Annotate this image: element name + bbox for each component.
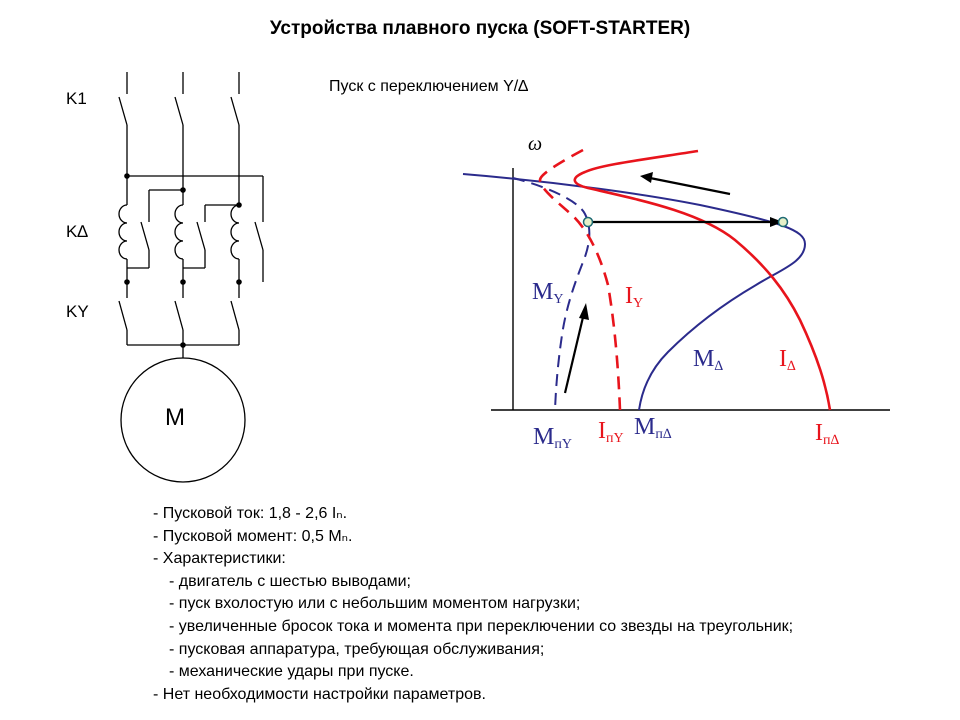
note-sub-item: - механические удары при пуске.: [169, 663, 414, 681]
motor-label: M: [165, 404, 185, 431]
axis-label-m-py: MпY: [533, 424, 572, 452]
note-starting-torque: - Пусковой момент: 0,5 Mₙ.: [153, 527, 353, 545]
motor-circle: [120, 357, 246, 483]
ky-label: KY: [66, 302, 89, 321]
note-sub-item: - пусковая аппаратура, требующая обслужи…: [169, 640, 545, 658]
axis-label-i-pdelta: Iп∆: [815, 420, 840, 448]
note-no-setup: - Нет необходимости настройки параметров…: [153, 685, 486, 703]
omega-label: ω: [528, 133, 543, 155]
accel-arrowhead-up: [579, 303, 589, 320]
note-characteristics: - Характеристики:: [153, 550, 286, 568]
graph-subtitle: Пуск с переключением Y/∆: [329, 78, 528, 95]
point-switch-start: [582, 216, 594, 228]
page-title: Устройства плавного пуска (SOFT-STARTER): [269, 18, 691, 39]
curve-label-m-delta: M∆: [693, 346, 723, 374]
note-starting-current: - Пусковой ток: 1,8 - 2,6 Iₙ.: [153, 505, 348, 522]
note-sub-item: - двигатель с шестью выводами;: [169, 572, 411, 590]
accel-arrowhead-left: [640, 172, 653, 183]
note-sub-item: - увеличенные бросок тока и момента при …: [169, 617, 794, 635]
curve-label-m-y: MY: [532, 279, 564, 307]
m-y-curve: [512, 177, 591, 411]
axis-label-m-pdelta: Mп∆: [634, 414, 672, 442]
note-sub-item: - пуск вхолостую или с небольшим моменто…: [169, 595, 581, 613]
i-delta-curve: [573, 149, 832, 411]
point-switch-end: [777, 216, 789, 228]
kdelta-contacts: [127, 221, 264, 282]
axis-label-i-py: IпY: [598, 418, 624, 446]
kdelta-label: K∆: [66, 222, 88, 241]
k1-contacts: [118, 72, 240, 205]
k1-label: K1: [66, 89, 87, 108]
curve-label-i-y: IY: [625, 283, 644, 311]
curve-label-i-delta: I∆: [779, 346, 796, 374]
i-y-curve: [538, 148, 622, 411]
m-delta-curve: [462, 173, 807, 411]
notes-list: - Пусковой ток: 1,8 - 2,6 Iₙ. - Пусковой…: [153, 503, 793, 706]
transition-arrowhead: [770, 217, 783, 227]
motor-windings: [118, 176, 240, 282]
